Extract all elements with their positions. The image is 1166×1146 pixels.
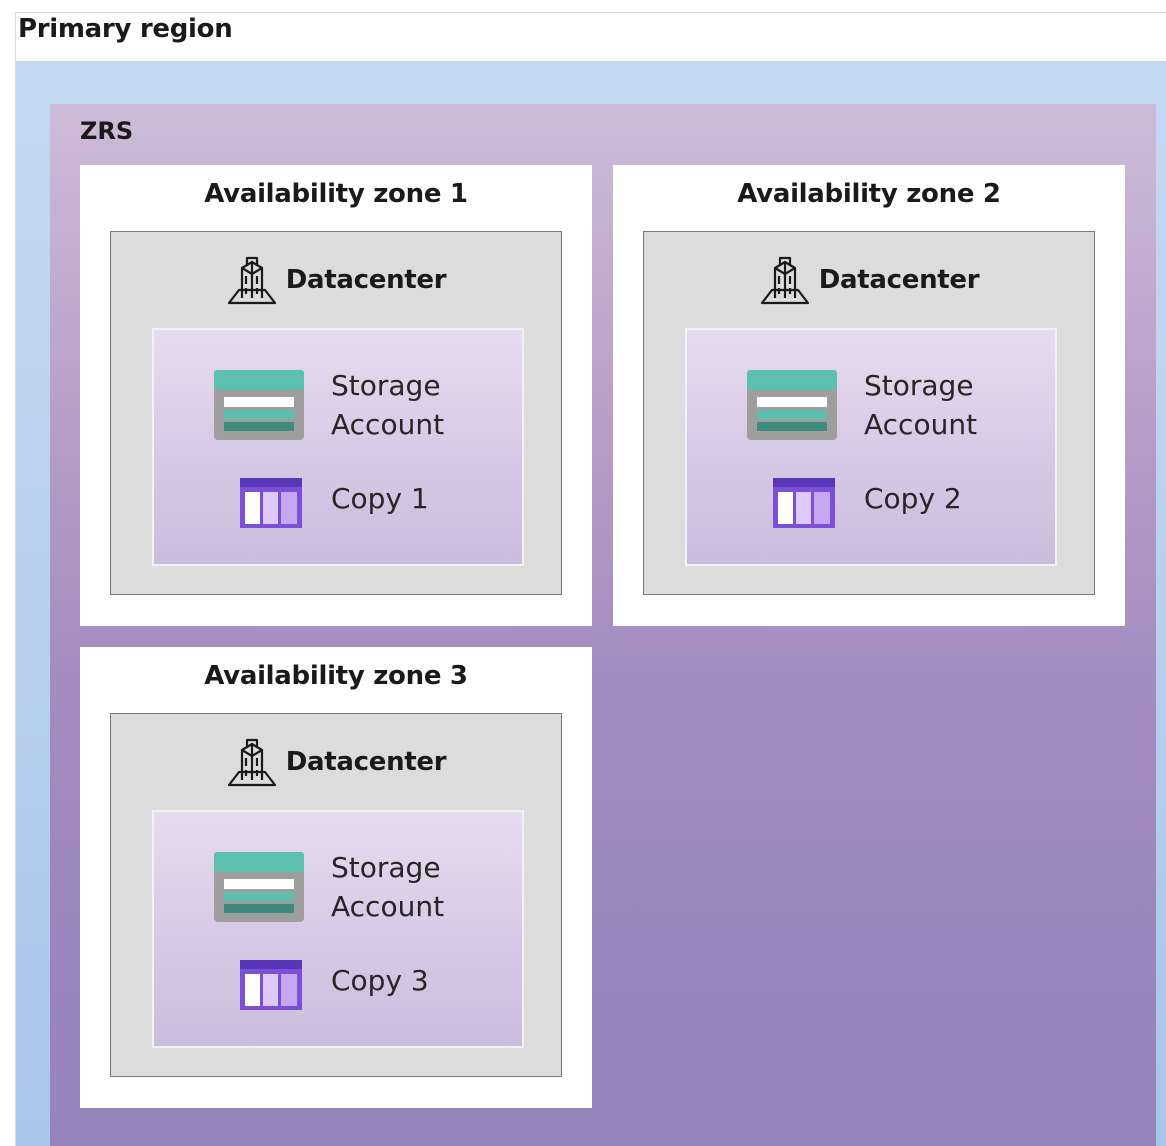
storage-account-icon (214, 370, 304, 440)
storage-account-box: Storage Account Copy 1 (152, 328, 524, 566)
table-icon (240, 960, 302, 1010)
table-icon (773, 478, 835, 528)
datacenter-label: Datacenter (818, 265, 980, 295)
region-title: Primary region (18, 14, 233, 44)
storage-account-icon (747, 370, 837, 440)
storage-account-label: Storage Account (331, 851, 445, 923)
availability-zone-1: Availability zone 1 Datacenter (80, 165, 592, 626)
zone-title: Availability zone 3 (204, 661, 468, 691)
zone-title: Availability zone 1 (204, 179, 468, 209)
datacenter-box: Datacenter Storage Account (110, 713, 562, 1077)
storage-account-icon (214, 852, 304, 922)
copy-label: Copy 1 (331, 482, 429, 515)
datacenter-box: Datacenter Storage Account (110, 231, 562, 595)
copy-label: Copy 3 (331, 964, 429, 997)
datacenter-icon (227, 256, 276, 305)
availability-zone-3: Availability zone 3 Datacenter (80, 647, 592, 1108)
storage-account-box: Storage Account Copy 3 (152, 810, 524, 1048)
zone-title: Availability zone 2 (737, 179, 1001, 209)
datacenter-header: Datacenter (111, 254, 561, 306)
datacenter-header: Datacenter (111, 736, 561, 788)
storage-account-label: Storage Account (331, 369, 445, 441)
zrs-label: ZRS (80, 117, 134, 145)
table-icon (240, 478, 302, 528)
copy-label: Copy 2 (864, 482, 962, 515)
datacenter-label: Datacenter (285, 265, 447, 295)
availability-zone-2: Availability zone 2 Datacenter (613, 165, 1125, 626)
datacenter-box: Datacenter Storage Account (643, 231, 1095, 595)
storage-account-label: Storage Account (864, 369, 978, 441)
storage-account-box: Storage Account Copy 2 (685, 328, 1057, 566)
datacenter-icon (760, 256, 809, 305)
datacenter-label: Datacenter (285, 747, 447, 777)
datacenter-header: Datacenter (644, 254, 1094, 306)
datacenter-icon (227, 738, 276, 787)
